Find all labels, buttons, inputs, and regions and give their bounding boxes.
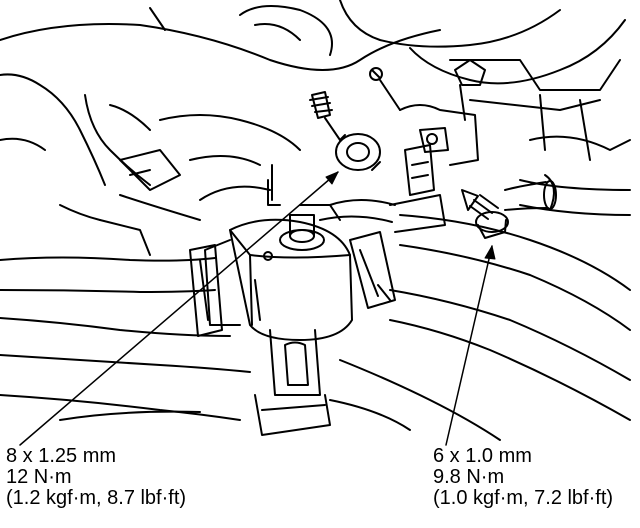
engine-bay-background bbox=[0, 0, 631, 216]
torque-callout-right: 6 x 1.0 mm 9.8 N·m (1.0 kgf·m, 7.2 lbf·f… bbox=[433, 446, 613, 509]
solenoid-valve bbox=[204, 164, 353, 341]
mounting-bracket bbox=[254, 329, 331, 436]
bolt-6x1.0 bbox=[461, 189, 509, 239]
torque-alt-units-label: (1.2 kgf·m, 8.7 lbf·ft) bbox=[6, 487, 187, 509]
torque-value-label: 12 N·m bbox=[6, 466, 72, 488]
fastener-size-label: 8 x 1.25 mm bbox=[6, 445, 117, 467]
background-fitting bbox=[454, 59, 557, 211]
leader-line-right bbox=[445, 245, 493, 446]
nut-8x1.25 bbox=[335, 133, 381, 171]
leader-line-left bbox=[19, 171, 339, 446]
fastener-size-label: 6 x 1.0 mm bbox=[433, 445, 532, 467]
hose-clamp-left bbox=[189, 244, 223, 337]
torque-callout-left: 8 x 1.25 mm 12 N·m (1.2 kgf·m, 8.7 lbf·f… bbox=[6, 446, 186, 509]
small-nut bbox=[369, 67, 401, 111]
engine-casting bbox=[0, 73, 301, 256]
leader-arrow-right bbox=[484, 245, 496, 260]
torque-value-label: 9.8 N·m bbox=[433, 466, 505, 488]
torque-alt-units-label: (1.0 kgf·m, 7.2 lbf·ft) bbox=[433, 487, 614, 509]
upper-bracket bbox=[299, 104, 479, 233]
hose-clamp-right bbox=[349, 231, 396, 309]
leader-arrow-left bbox=[325, 171, 339, 185]
stud-bolt-left bbox=[309, 91, 341, 141]
